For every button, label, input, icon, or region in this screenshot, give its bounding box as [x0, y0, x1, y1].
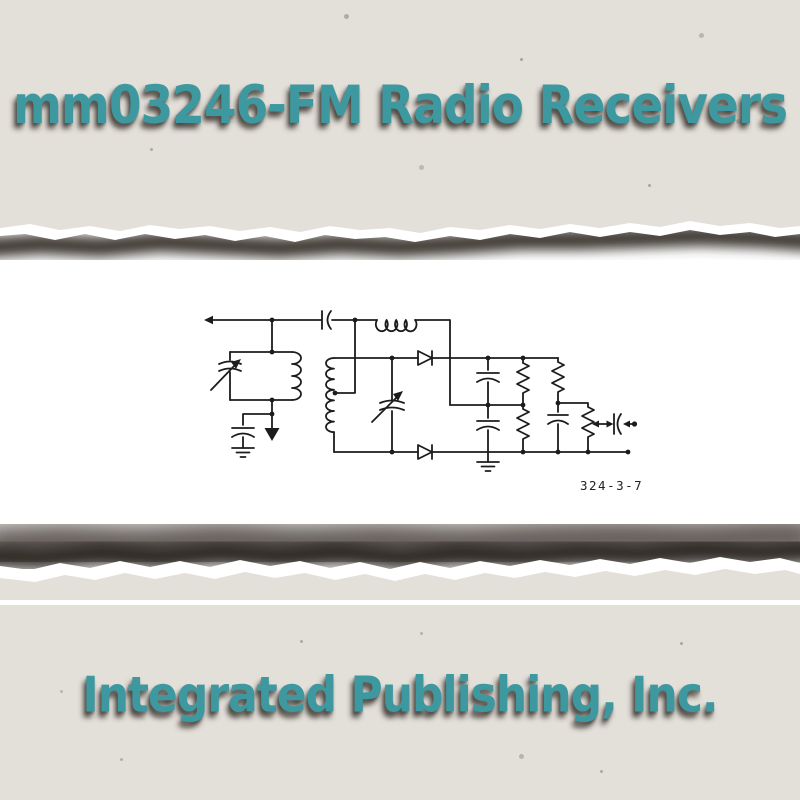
- antenna-input: [204, 315, 322, 325]
- tear-shadow-top: [0, 225, 800, 259]
- junction-dots: [269, 317, 631, 455]
- tank-circuit: [210, 319, 302, 401]
- tear-beige-bottom: [0, 569, 800, 600]
- filter-network: [449, 357, 530, 472]
- if-transformer: [325, 319, 356, 453]
- circuit-schematic: 324-3-7: [204, 310, 643, 493]
- ground-network: [231, 399, 280, 458]
- figure-label: 324-3-7: [580, 478, 643, 493]
- detector-diodes: [333, 350, 629, 460]
- torn-paper-top: [0, 190, 800, 259]
- torn-paper-bottom: [0, 516, 800, 600]
- paper-speckles: [0, 0, 3, 3]
- page-title: mm03246-FM Radio Receivers: [12, 74, 788, 137]
- tear-beige-top: [0, 190, 800, 233]
- tear-shadow-bottom: [0, 538, 800, 570]
- tuning-capacitor: [371, 357, 405, 453]
- series-coupling-capacitor: [321, 310, 378, 330]
- rf-choke: [374, 319, 451, 406]
- output-network: [547, 357, 638, 453]
- publisher-title: Integrated Publishing, Inc.: [82, 666, 718, 725]
